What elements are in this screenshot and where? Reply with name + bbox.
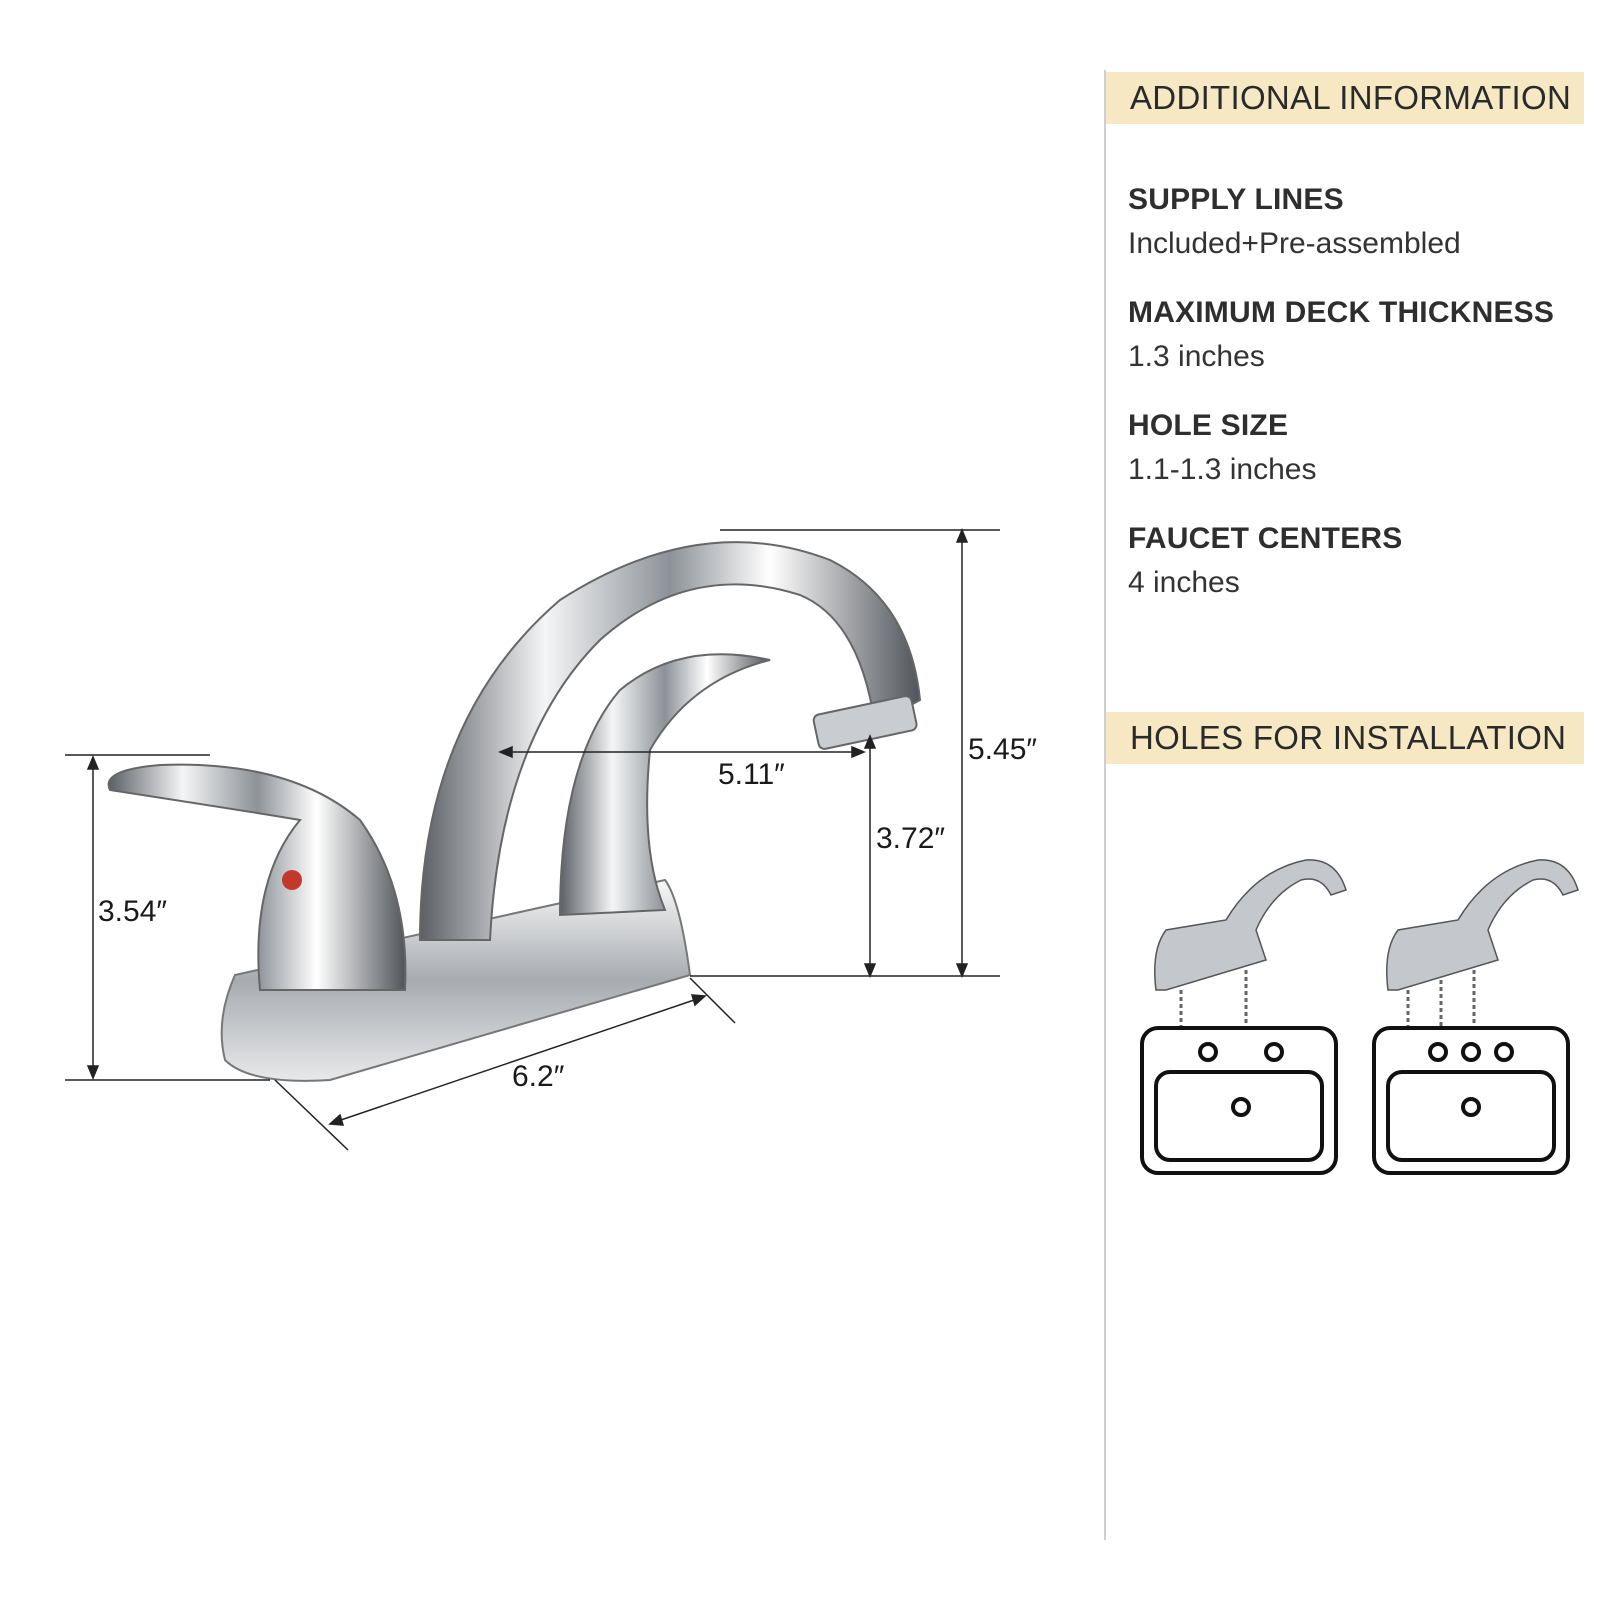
- spec-value: 1.3 inches: [1128, 340, 1265, 373]
- spec-label: MAXIMUM DECK THICKNESS: [1128, 296, 1555, 329]
- spec-value: Included+Pre-assembled: [1128, 227, 1461, 260]
- installation-diagrams: [1140, 859, 1579, 1175]
- spec-max-deck-thickness: MAXIMUM DECK THICKNESS 1.3 inches: [1128, 296, 1554, 374]
- spout-height-label: 3.72″: [876, 822, 946, 855]
- left-handle: [107, 763, 407, 991]
- right-handle: [558, 653, 771, 917]
- handle-height-label: 3.54″: [98, 895, 168, 928]
- divider: [1104, 70, 1106, 1540]
- spec-label: SUPPLY LINES: [1128, 183, 1344, 216]
- spec-value: 4 inches: [1128, 566, 1240, 599]
- additional-information-header: ADDITIONAL INFORMATION: [1106, 72, 1584, 124]
- spec-value: 1.1-1.3 inches: [1128, 453, 1317, 486]
- dimension-lines: [65, 528, 1000, 1151]
- spec-supply-lines: SUPPLY LINES Included+Pre-assembled: [1128, 183, 1461, 261]
- two-hole-sink-diagram: [1140, 859, 1347, 1175]
- three-hole-sink-diagram: [1372, 859, 1579, 1175]
- faucet-spout: [418, 541, 922, 941]
- spec-faucet-centers: FAUCET CENTERS 4 inches: [1128, 522, 1403, 600]
- spec-hole-size: HOLE SIZE 1.1-1.3 inches: [1128, 409, 1316, 487]
- spec-label: FAUCET CENTERS: [1128, 522, 1403, 555]
- holes-for-installation-header: HOLES FOR INSTALLATION: [1106, 712, 1584, 764]
- spout-reach-label: 5.11″: [718, 758, 785, 791]
- base-length-label: 6.2″: [512, 1060, 565, 1093]
- hot-indicator: [282, 870, 302, 890]
- aerator: [812, 695, 918, 750]
- faucet-dimension-drawing: [65, 528, 1000, 1151]
- faucet-base: [220, 878, 692, 1082]
- spec-label: HOLE SIZE: [1128, 409, 1289, 442]
- overall-height-label: 5.45″: [968, 733, 1038, 766]
